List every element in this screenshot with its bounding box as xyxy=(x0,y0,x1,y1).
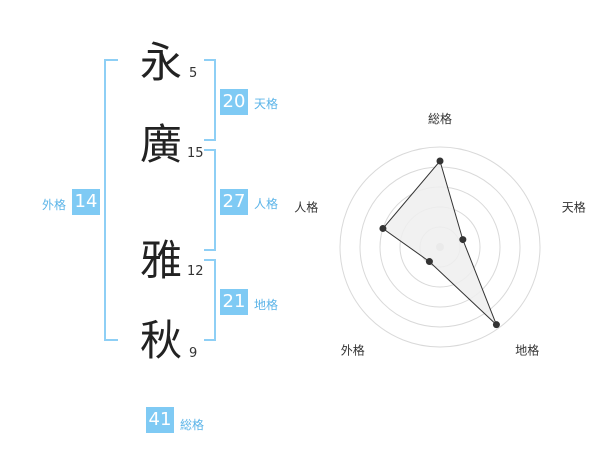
tenkaku-label: 天格 xyxy=(254,97,279,111)
jinkaku-score: 27 xyxy=(220,189,248,215)
chikaku-label: 地格 xyxy=(254,298,279,312)
radar-axis-label: 地格 xyxy=(515,343,539,358)
gaikaku-bracket xyxy=(104,59,118,341)
name-char-3: 雅 xyxy=(140,236,183,285)
tenkaku-bracket xyxy=(204,59,216,141)
radar-point-3 xyxy=(492,321,500,329)
tenkaku-score: 20 xyxy=(220,89,248,115)
chikaku-score: 21 xyxy=(220,289,248,315)
radar-point-1 xyxy=(436,157,444,165)
soukaku-label: 総格 xyxy=(180,418,205,432)
stroke-count-4: 9 xyxy=(189,346,198,361)
radar-point-4 xyxy=(425,258,433,266)
stroke-count-1: 5 xyxy=(189,66,198,81)
jinkaku-bracket xyxy=(204,149,216,251)
radar-axis-label: 総格 xyxy=(428,111,452,126)
radar-point-5 xyxy=(379,224,387,232)
stroke-count-2: 15 xyxy=(187,146,204,161)
chikaku-bracket xyxy=(204,259,216,341)
soukaku-score: 41 xyxy=(146,407,174,433)
jinkaku-label: 人格 xyxy=(254,197,279,211)
gaikaku-label: 外格 xyxy=(42,198,67,212)
radar-axis-label: 天格 xyxy=(562,199,586,214)
radar-point-2 xyxy=(459,236,467,244)
gaikaku-score: 14 xyxy=(72,189,100,215)
radar-axis-label: 外格 xyxy=(341,343,365,358)
stroke-count-3: 12 xyxy=(187,264,204,279)
name-char-2: 廣 xyxy=(140,120,183,169)
name-char-4: 秋 xyxy=(140,316,183,365)
radar-series-polygon xyxy=(382,159,497,326)
name-char-1: 永 xyxy=(140,38,183,87)
radar-grid-ring xyxy=(339,146,541,348)
radar-axis-label: 人格 xyxy=(294,199,318,214)
